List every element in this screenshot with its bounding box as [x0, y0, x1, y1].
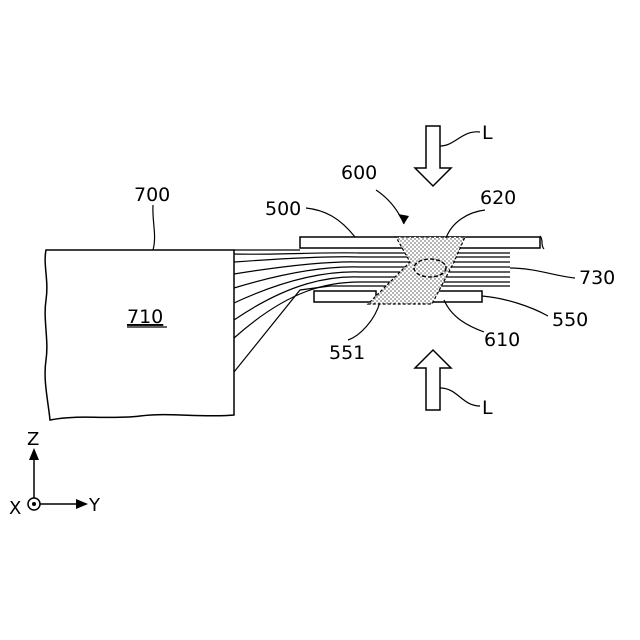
label-551: 551 [329, 342, 365, 364]
leader-L-bottom [440, 388, 480, 406]
lower-plate-551 [314, 291, 376, 302]
label-550: 550 [552, 309, 588, 331]
label-500: 500 [265, 198, 301, 220]
leader-610 [444, 300, 484, 332]
label-610: 610 [484, 329, 520, 351]
label-600: 600 [341, 162, 377, 184]
axis-label-z: Z [27, 429, 39, 450]
label-710: 710 [127, 306, 163, 328]
label-620: 620 [480, 187, 516, 209]
leader-500 [306, 208, 355, 237]
leader-620 [446, 210, 485, 238]
conductor-wires-730 [234, 250, 510, 372]
leader-550 [482, 296, 548, 316]
leader-L-top [440, 132, 480, 146]
axis-icon [28, 448, 88, 510]
leader-551 [348, 302, 380, 340]
laser-arrow-bottom [415, 350, 451, 410]
laser-arrow-top [415, 126, 451, 186]
axis-label-y: Y [88, 495, 101, 516]
label-730: 730 [579, 267, 615, 289]
leader-730 [510, 268, 575, 278]
axis-label-x: X [9, 498, 21, 519]
leader-600 [376, 190, 404, 224]
arrowhead-600 [398, 214, 409, 224]
weld-region-600 [368, 237, 465, 304]
label-L-top: L [482, 122, 493, 144]
cable-body-710 [45, 250, 234, 420]
label-L-bottom: L [482, 397, 493, 419]
label-700: 700 [134, 184, 170, 206]
leader-700 [153, 205, 155, 250]
